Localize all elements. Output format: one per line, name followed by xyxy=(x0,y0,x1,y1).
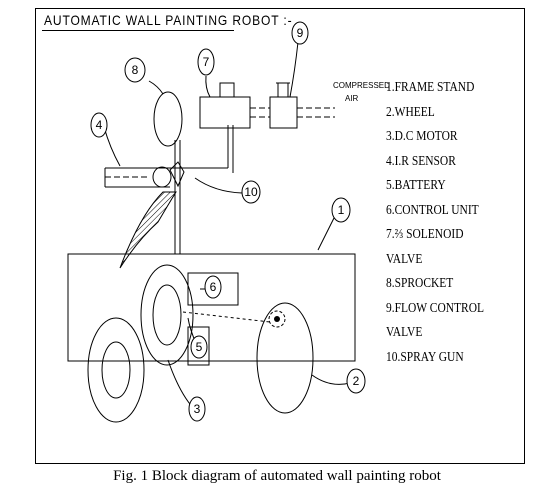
solenoid-valve xyxy=(199,96,251,129)
spray-gun xyxy=(152,166,172,188)
callout-5: 5 xyxy=(196,340,203,354)
callout-6: 6 xyxy=(210,280,217,294)
diagram-title: AUTOMATIC WALL PAINTING ROBOT :- xyxy=(44,12,293,28)
callout-10: 10 xyxy=(244,185,258,199)
legend-item: 10.SPRAY GUN xyxy=(386,349,464,365)
compressed-air-label-2: AIR xyxy=(345,94,359,103)
callout-4-circle xyxy=(90,112,108,138)
legend-item: 8.SPROCKET xyxy=(386,276,454,291)
legend-item: 1.FRAME STAND xyxy=(386,80,475,95)
sprocket-gear xyxy=(268,310,286,328)
frame-stand xyxy=(67,253,356,362)
callout-8-circle xyxy=(124,57,146,83)
legend-item: 4.I.R SENSOR xyxy=(386,153,456,169)
spray-pattern xyxy=(119,191,177,269)
callout-2: 2 xyxy=(353,374,360,388)
legend-item: 3.D.C MOTOR xyxy=(386,129,458,144)
parts-legend: 1.FRAME STAND 2.WHEEL 3.D.C MOTOR 4.I.R … xyxy=(386,76,484,370)
callout-9-circle xyxy=(291,21,309,45)
legend-item: 7.⅔ SOLENOID xyxy=(386,227,464,242)
callout-4: 4 xyxy=(96,118,103,132)
figure-frame xyxy=(35,8,525,464)
figure-caption: Fig. 1 Block diagram of automated wall p… xyxy=(113,468,441,484)
callout-3-circle xyxy=(188,396,206,422)
flow-control-valve xyxy=(269,96,298,129)
legend-item: 5.BATTERY xyxy=(386,178,446,193)
wheel-front xyxy=(256,302,314,414)
callout-1: 1 xyxy=(338,203,345,217)
callout-7-circle xyxy=(197,48,215,76)
sprocket-top xyxy=(153,91,183,147)
legend-item: 9.FLOW CONTROL xyxy=(386,300,485,316)
legend-item: VALVE xyxy=(386,251,423,267)
legend-item: 6.CONTROL UNIT xyxy=(386,202,479,218)
callout-10-circle xyxy=(241,180,261,204)
legend-item: 2.WHEEL xyxy=(386,104,435,120)
legend-item: VALVE xyxy=(386,325,423,340)
control-unit xyxy=(187,272,239,306)
chain xyxy=(182,311,271,323)
dc-motor xyxy=(140,264,194,366)
callout-2-circle xyxy=(346,368,366,394)
battery xyxy=(187,326,210,366)
callout-3: 3 xyxy=(194,402,201,416)
callout-1-circle xyxy=(331,197,351,223)
callout-6-circle xyxy=(204,275,222,299)
callout-7: 7 xyxy=(203,55,210,69)
callout-9: 9 xyxy=(297,26,304,40)
callout-5-circle xyxy=(190,335,208,359)
title-underline xyxy=(42,30,234,31)
wheel-rear xyxy=(87,317,145,423)
callout-8: 8 xyxy=(132,63,139,77)
compressed-air-label-1: COMPRESSED xyxy=(333,81,390,90)
